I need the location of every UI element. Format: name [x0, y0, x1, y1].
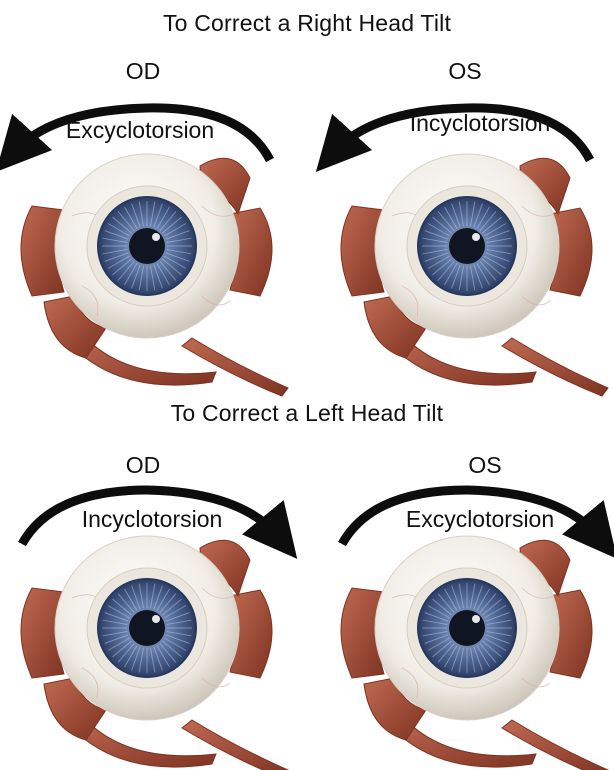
eye-illustration-os-top: [322, 96, 612, 386]
torsion-label-os-bottom: Excyclotorsion: [370, 506, 590, 533]
torsion-label-od-bottom: Incyclotorsion: [42, 506, 262, 533]
eye-label-os-top: OS: [405, 58, 525, 85]
eye-label-od-top: OD: [83, 58, 203, 85]
torsion-label-od-top: Excyclotorsion: [30, 117, 250, 144]
torsion-label-os-top: Incyclotorsion: [370, 110, 590, 137]
eye-label-os-bottom: OS: [425, 452, 545, 479]
eye-label-od-bottom: OD: [83, 452, 203, 479]
section-title-left-tilt: To Correct a Left Head Tilt: [0, 400, 614, 427]
section-title-right-tilt: To Correct a Right Head Tilt: [0, 10, 614, 37]
